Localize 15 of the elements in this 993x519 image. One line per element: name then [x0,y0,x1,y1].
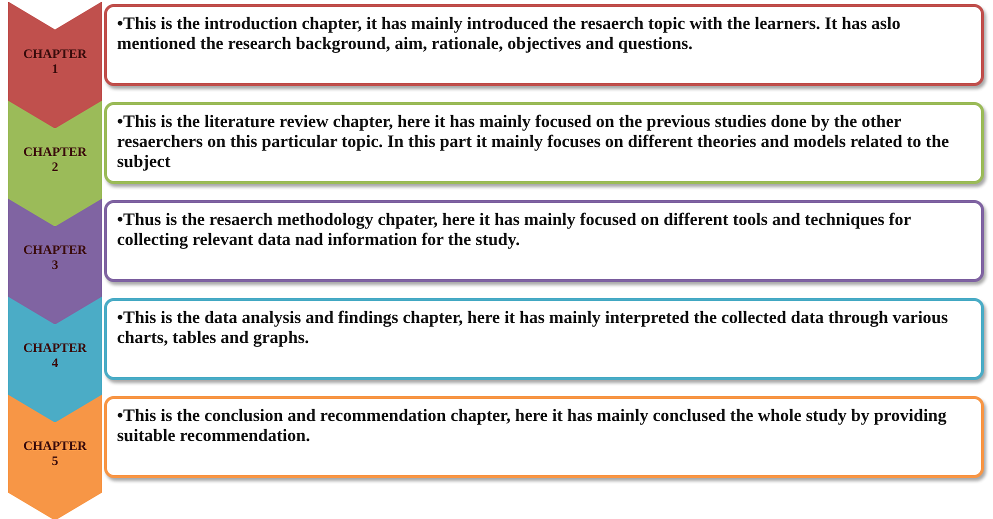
text-panel [104,4,984,86]
text-panel [104,102,984,184]
chapter-label: CHAPTER 4 [22,340,88,370]
text-panel [104,298,984,380]
chapter-description: •Thus is the resaerch methodology chpater, here it has mainly focused on different tools and techniques for collecting relevant data nad information for the study. [117,209,912,249]
chapter-description: •This is the data analysis and findings chapter, here it has mainly interpreted the collected data through various charts, tables and graphs. [117,307,949,347]
chapter-label: CHAPTER 1 [22,46,88,76]
chapter-label: CHAPTER 2 [22,144,88,174]
chapter-description: •This is the literature review chapter, here it has mainly focused on the previous studies done by the other resaerchers on this particular topic. In this part it mainly focuses on different theories and models related to the subject [117,111,950,171]
chapter-label: CHAPTER 5 [22,438,88,468]
chapter-description: •This is the conclusion and recommendation chapter, here it has mainly conclused the whole study by providing suitable recommendation. [117,405,948,445]
chapter-description: •This is the introduction chapter, it has mainly introduced the resaerch topic with the learners. It has aslo mentioned the research background, aim, rationale, objectives and questions. [117,13,902,53]
text-panel [104,200,984,282]
text-panel [104,396,984,478]
chapter-label: CHAPTER 3 [22,242,88,272]
